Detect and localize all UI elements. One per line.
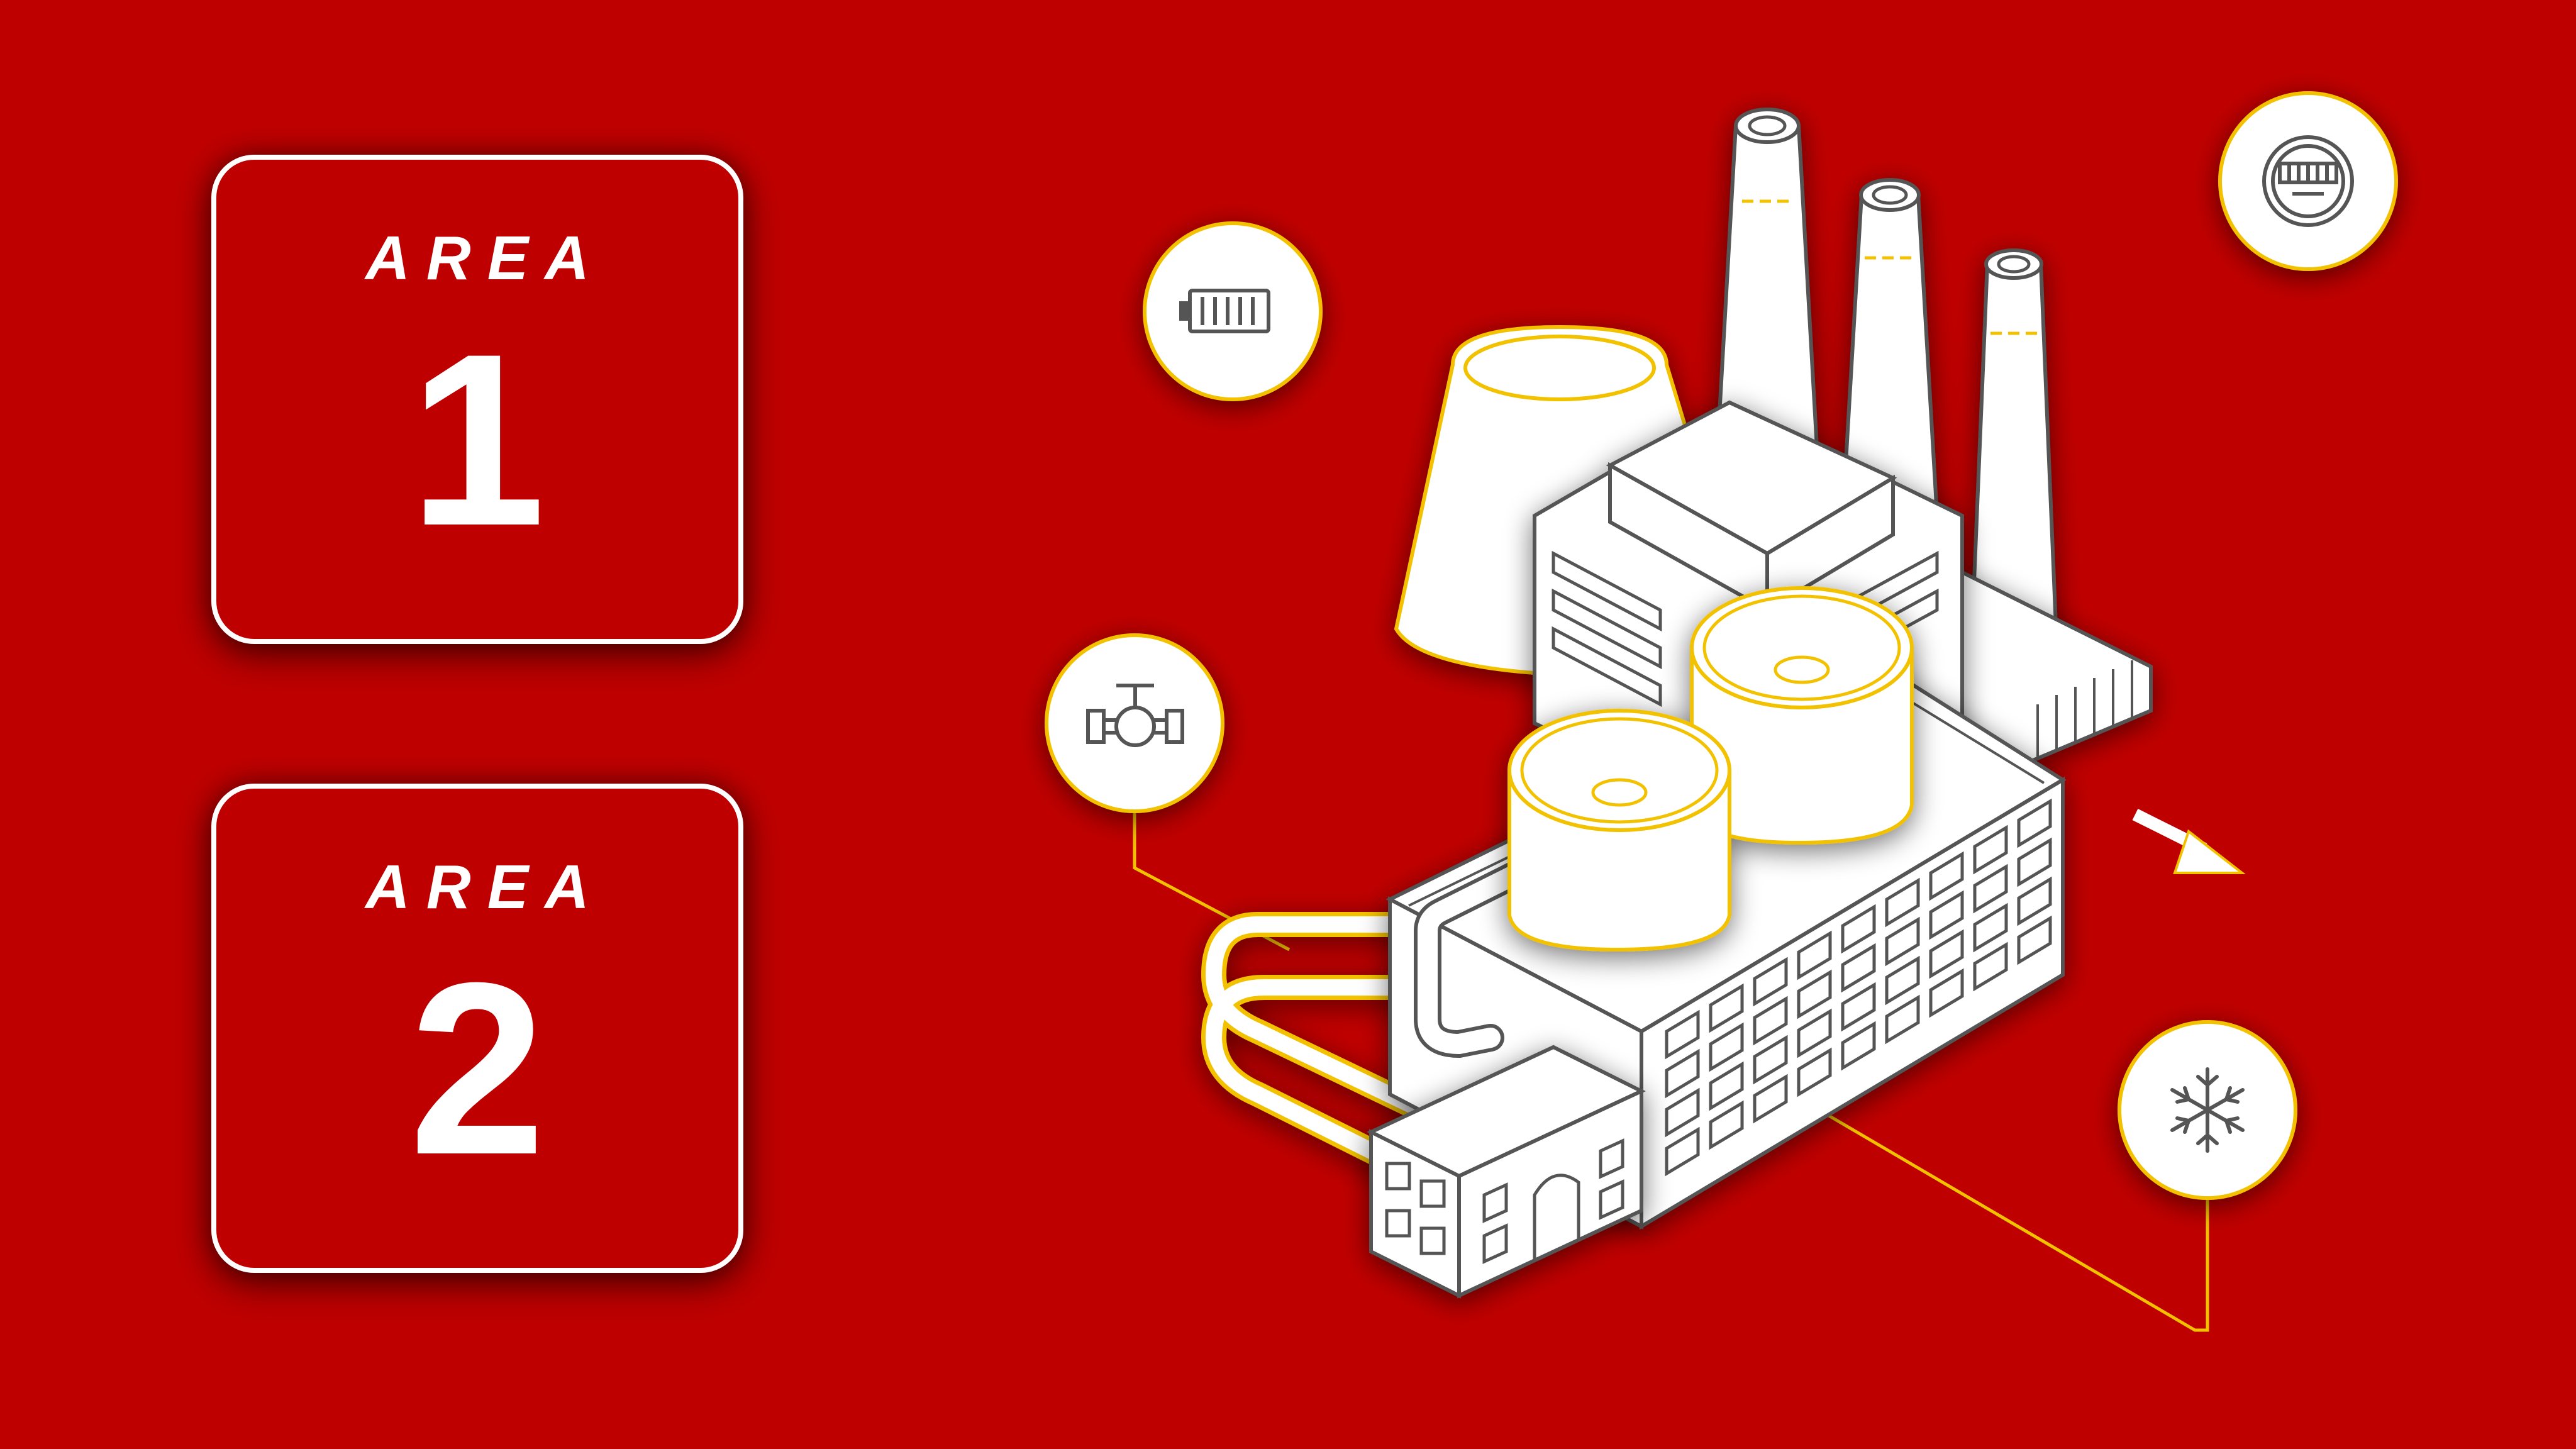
building-window (1973, 941, 2008, 992)
building-window (1973, 824, 2008, 875)
front-building (1367, 1045, 1646, 1299)
building-window (1973, 863, 2008, 914)
building-window (1885, 994, 1920, 1045)
building-window (1797, 969, 1832, 1019)
building-window (1665, 1126, 1700, 1177)
battery-icon-badge[interactable] (1143, 221, 1323, 401)
area-1-card[interactable]: AREA 1 (211, 155, 743, 644)
building-window (2017, 837, 2052, 887)
building-window (1885, 955, 1920, 1006)
area-1-label: AREA (365, 223, 606, 292)
building-window (1841, 904, 1876, 954)
building-window (2017, 915, 2052, 965)
building-window (1753, 1035, 1788, 1085)
building-window (1665, 1048, 1700, 1099)
valve-icon (1086, 684, 1184, 747)
building-window (1929, 851, 1964, 901)
area-2-card[interactable]: AREA 2 (211, 784, 743, 1273)
meter-icon-badge[interactable] (2218, 91, 2398, 271)
building-window (1885, 916, 1920, 967)
area-2-label: AREA (365, 852, 606, 921)
building-window (1665, 1009, 1700, 1060)
building-window (1709, 983, 1744, 1033)
meter-icon (2262, 135, 2354, 227)
building-window (1753, 957, 1788, 1007)
battery-icon (1179, 289, 1270, 333)
building-window (1929, 968, 1964, 1018)
building-window (1797, 930, 1832, 980)
tanks (1507, 586, 1914, 952)
building-window (2017, 876, 2052, 926)
area-2-number: 2 (409, 931, 546, 1206)
building-window (1841, 943, 1876, 993)
snowflake-icon (2170, 1067, 2245, 1153)
building-window (1929, 890, 1964, 940)
building-window (1973, 902, 2008, 953)
snowflake-icon-badge[interactable] (2118, 1020, 2297, 1200)
building-window (1797, 1047, 1832, 1097)
arrow-icon (2132, 809, 2246, 874)
building-window (1709, 1022, 1744, 1072)
building-window (1753, 1074, 1788, 1124)
snowflake-connector-line (1791, 1092, 2209, 1332)
area-1-number: 1 (409, 303, 546, 577)
roof-pipe (1414, 841, 1567, 1058)
building-window (1709, 1100, 1744, 1150)
building-window (1841, 982, 1876, 1032)
building-window (1929, 929, 1964, 979)
valve-icon-badge[interactable] (1045, 633, 1224, 813)
building-window (2017, 798, 2052, 848)
building-window (1709, 1061, 1744, 1111)
building-window (1885, 877, 1920, 928)
building-window (1665, 1087, 1700, 1138)
building-window (1753, 996, 1788, 1046)
building-window (1841, 1021, 1876, 1071)
building-window (1797, 1008, 1832, 1058)
